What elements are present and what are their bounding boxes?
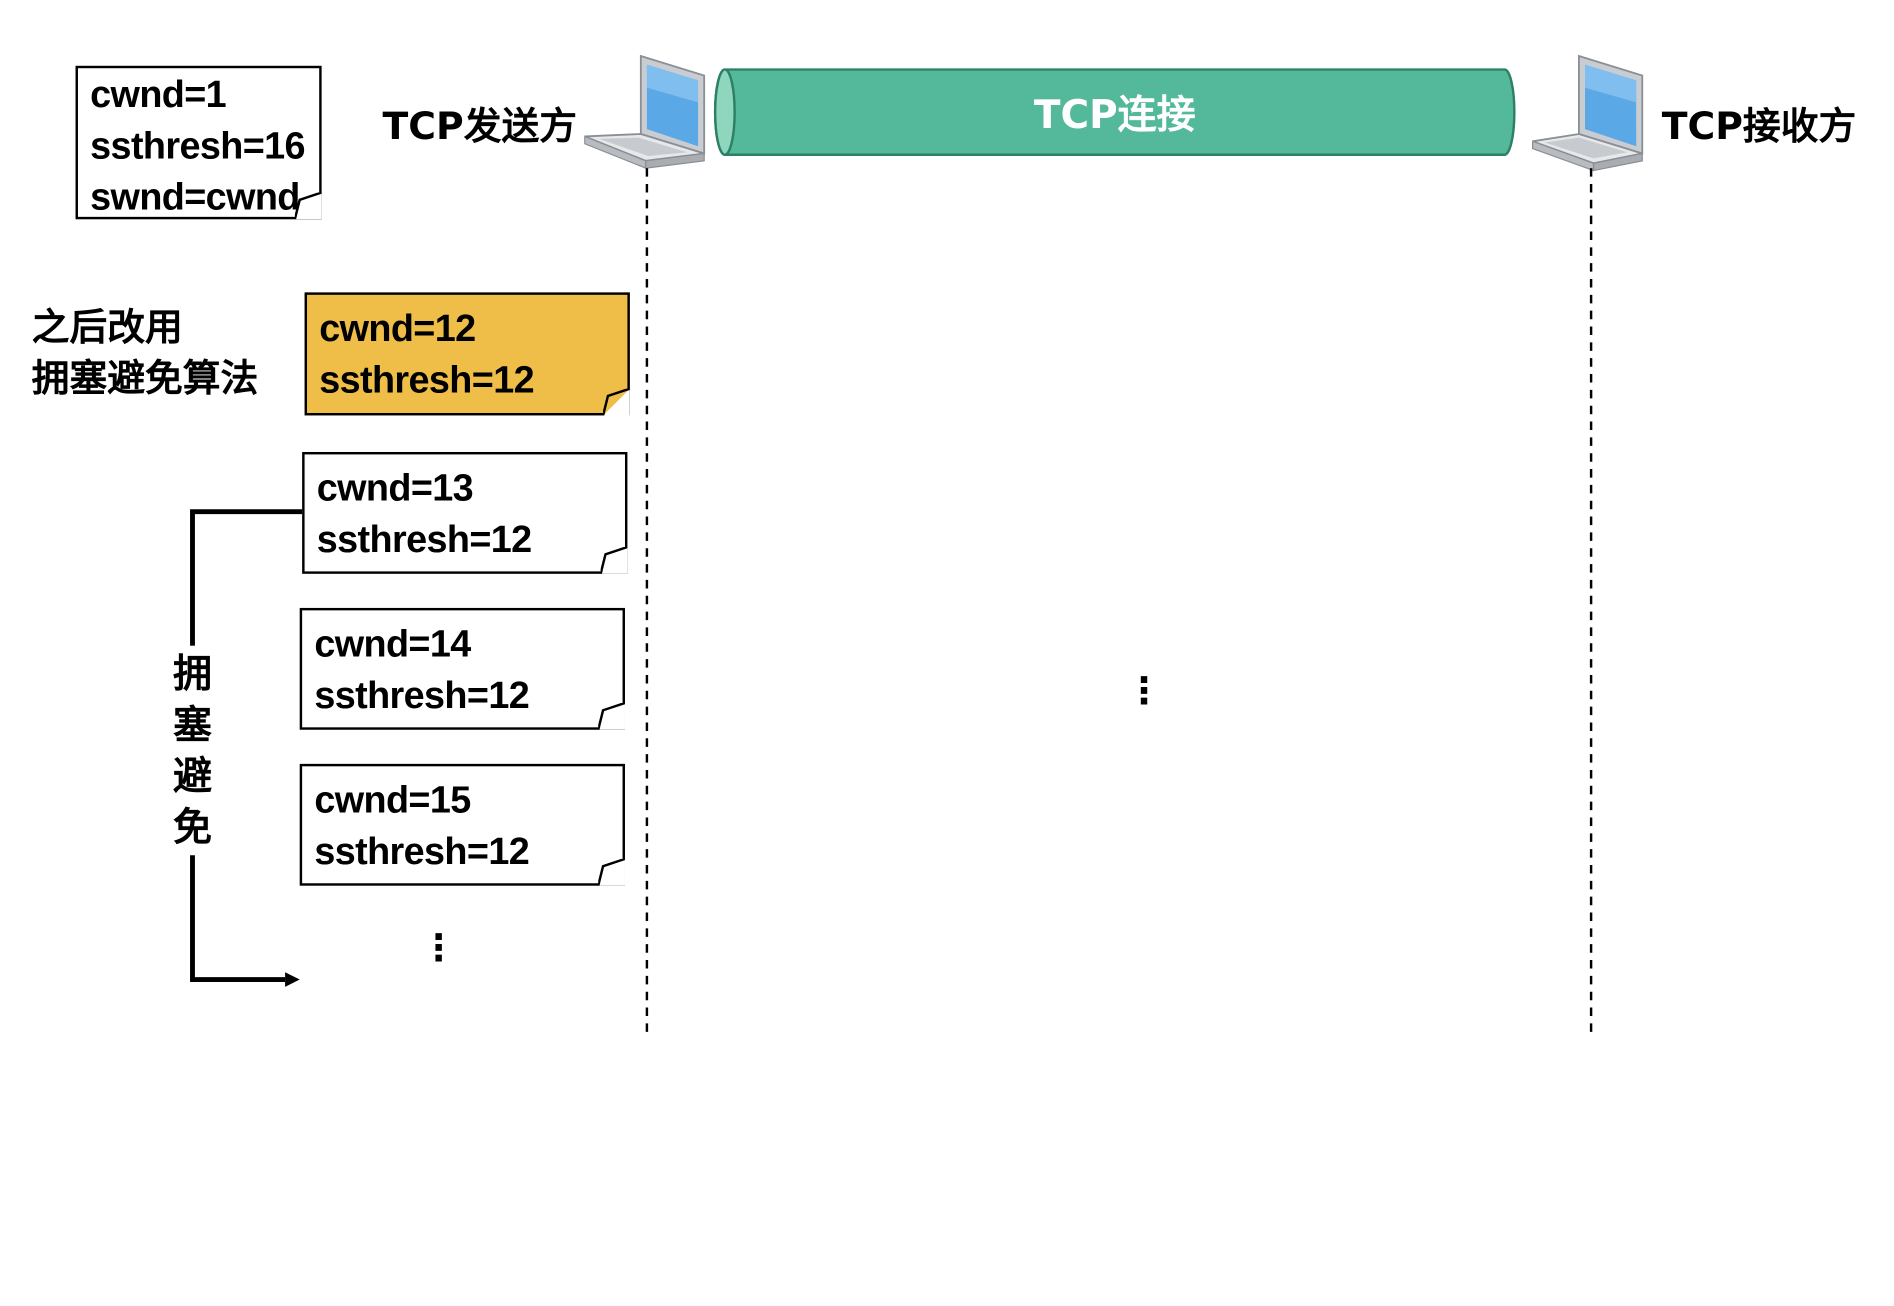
initial-state-note: cwnd=1 ssthresh=16 swnd=cwnd (75, 65, 322, 220)
initial-cwnd: cwnd=1 (90, 73, 227, 116)
threshold-reached-note: cwnd=12 ssthresh=12 (304, 292, 630, 416)
note-fold-icon (598, 858, 625, 886)
initial-ssthresh: ssthresh=16 (90, 124, 305, 167)
switch-label-line1: 之后改用 (31, 305, 183, 350)
switch-algorithm-label: 之后改用 拥塞避免算法 (32, 302, 259, 404)
receiver-laptop-icon (1532, 54, 1644, 172)
sender-label: TCP发送方 (382, 104, 578, 149)
switch-label-line2: 拥塞避免算法 (31, 356, 259, 401)
note-fold-icon (598, 702, 625, 730)
note-fold-icon (294, 192, 322, 220)
sender-laptop-icon (584, 54, 706, 170)
note-cwnd: cwnd=13 (316, 466, 474, 510)
tcp-connection-pipe: TCP连接 (713, 68, 1517, 156)
receiver-label: TCP接收方 (1661, 104, 1857, 149)
window-note: cwnd=13 ssthresh=12 (302, 451, 628, 574)
note-ssthresh: ssthresh=12 (314, 673, 530, 717)
sender-lifeline (645, 168, 649, 1038)
phase-label-char: 避 (172, 752, 212, 800)
note-fold-icon (603, 388, 630, 416)
window-note: cwnd=15 ssthresh=12 (299, 763, 625, 886)
note-fold-icon (600, 547, 628, 574)
phase-label-char: 塞 (172, 701, 212, 749)
highlight-cwnd: cwnd=12 (319, 307, 476, 350)
note-cwnd: cwnd=14 (314, 622, 471, 666)
note-cwnd: cwnd=15 (314, 778, 471, 822)
window-note: cwnd=14 ssthresh=12 (299, 607, 625, 730)
phase-label-char: 拥 (172, 650, 212, 697)
receiver-lifeline (1589, 168, 1593, 1038)
highlight-ssthresh: ssthresh=12 (319, 358, 534, 401)
phase-label-char: 免 (172, 804, 212, 851)
note-ssthresh: ssthresh=12 (316, 517, 532, 561)
note-ssthresh: ssthresh=12 (314, 829, 530, 873)
ellipsis-connection: ⋮ (1125, 670, 1163, 713)
tcp-connection-label: TCP连接 (1033, 91, 1196, 138)
initial-swnd: swnd=cwnd (90, 175, 300, 219)
ellipsis-notes: ⋮ (420, 927, 457, 970)
phase-label-congestion-avoidance: 拥 塞 避 免 (168, 645, 217, 856)
